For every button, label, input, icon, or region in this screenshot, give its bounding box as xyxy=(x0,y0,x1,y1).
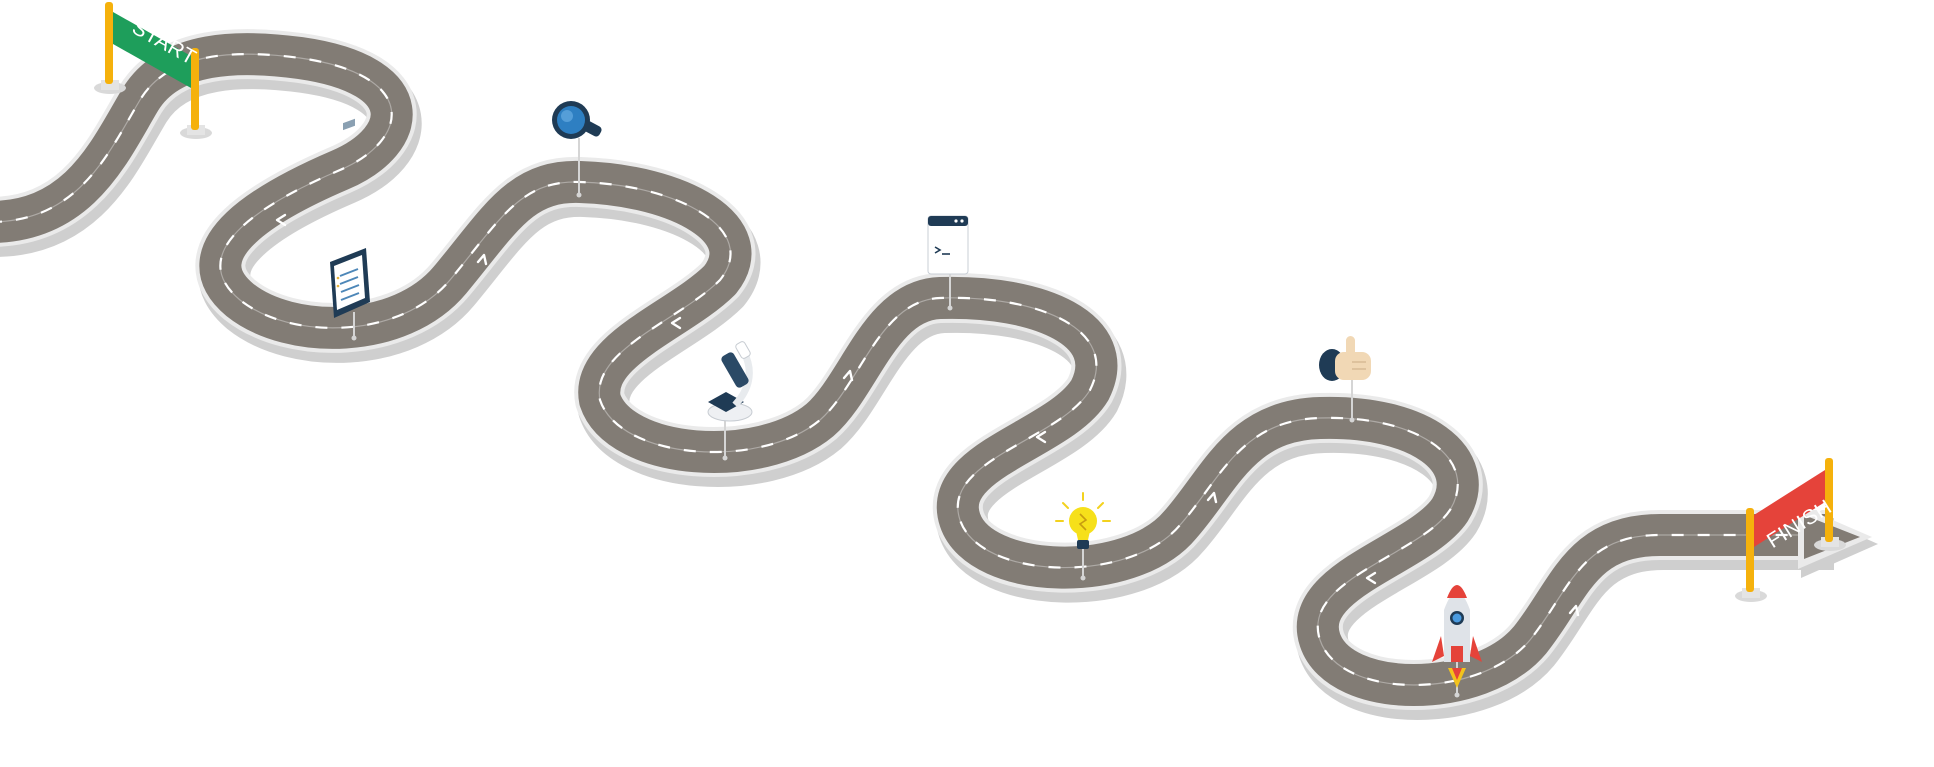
clipboard-icon xyxy=(330,118,370,318)
direction-arrow xyxy=(670,316,682,330)
magnifier-icon xyxy=(552,101,602,139)
road-surface xyxy=(0,54,1830,685)
direction-arrow xyxy=(1206,491,1218,504)
microscope-icon xyxy=(707,341,753,422)
milestone-rocket xyxy=(1432,585,1482,698)
finish-pole-left xyxy=(1746,508,1754,592)
rocket-icon xyxy=(1432,585,1482,688)
milestone-clipboard xyxy=(330,118,370,341)
finish-flag: FINISH xyxy=(1735,458,1846,602)
direction-arrow xyxy=(1365,571,1377,585)
milestone-magnifier xyxy=(552,101,602,198)
direction-arrow xyxy=(1035,430,1047,444)
start-pole-left xyxy=(105,2,113,84)
terminal-window-icon xyxy=(927,215,969,275)
direction-arrows xyxy=(275,213,1580,617)
direction-arrow xyxy=(476,253,488,266)
thumbs-up-icon xyxy=(1319,336,1371,381)
direction-arrow xyxy=(842,369,854,382)
milestone-thumbs-up xyxy=(1319,336,1371,423)
direction-arrow xyxy=(1568,604,1580,617)
finish-pole-right xyxy=(1825,458,1833,542)
milestone-terminal xyxy=(927,215,969,311)
start-pole-right xyxy=(191,48,199,130)
milestone-lightbulb xyxy=(1055,492,1111,581)
finish-banner xyxy=(1754,470,1825,547)
lightbulb-icon xyxy=(1055,492,1111,549)
milestone-microscope xyxy=(707,341,753,461)
direction-arrow xyxy=(275,213,287,227)
start-banner xyxy=(113,12,191,88)
